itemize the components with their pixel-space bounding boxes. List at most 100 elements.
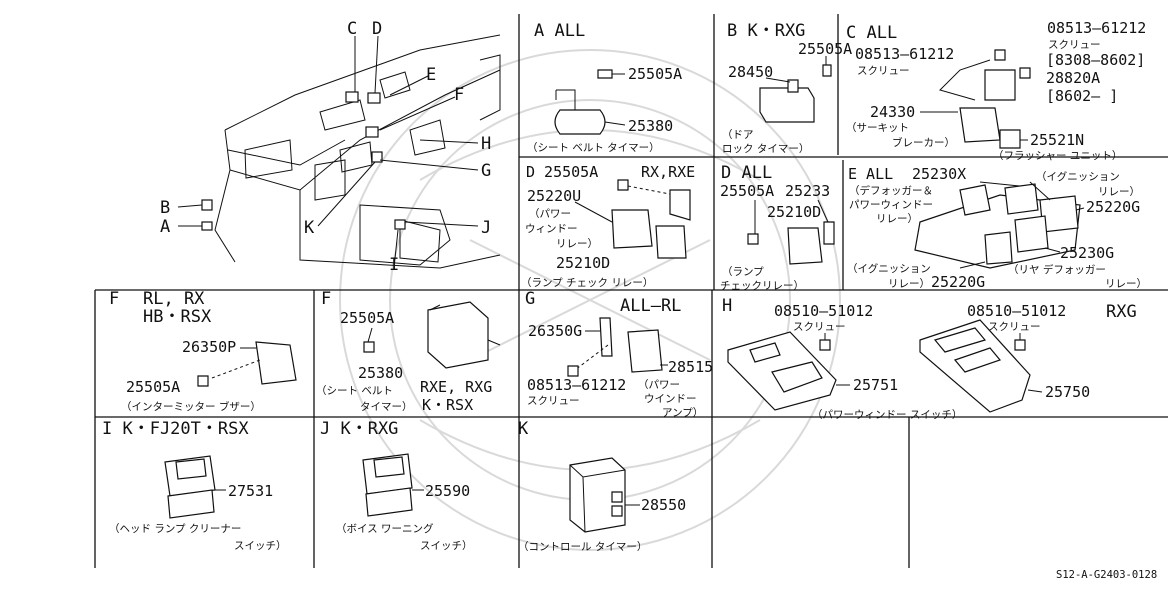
panel-grid <box>94 14 1168 568</box>
part-28820a: 28820A <box>1046 69 1100 87</box>
model-rxg: RXG <box>1106 302 1137 322</box>
part-28515: 28515 <box>668 358 713 376</box>
caption-intermitter-buzzer: （インターミッター ブザー） <box>121 400 261 413</box>
caption-relay: リレー） <box>1098 186 1140 198</box>
caption-check-relay: チェックリレー） <box>720 280 804 292</box>
panel-c: C ALL 08513—61212 スクリュー 08513—61212 スクリュ… <box>846 19 1146 162</box>
caption-rear-defogger: （リヤ デフォッガー <box>1008 263 1106 276</box>
part-26350p: 26350P <box>182 338 236 356</box>
part-25590: 25590 <box>425 482 470 500</box>
caption-flasher-unit: （フラッシャー ユニット） <box>993 150 1122 162</box>
part-25505a: 25505A <box>126 378 180 396</box>
caption-breaker: ブレーカー） <box>892 136 955 149</box>
part-25210d: 25210D <box>556 254 610 272</box>
panel-i: I K・FJ20T・RSX 27531 （ヘッド ランプ クリーナー スイッチ） <box>102 419 287 552</box>
part-27531: 27531 <box>228 482 273 500</box>
panel-i-header: I K・FJ20T・RSX <box>102 419 249 439</box>
caption-power: （パワー <box>529 208 571 220</box>
caption-power-window-switch: （パワーウィンドー スイッチ） <box>812 409 962 421</box>
part-08513-61212: 08513—61212 <box>527 376 626 394</box>
model-all-rl: ALL—RL <box>620 296 681 316</box>
panel-d1-header: D 25505A <box>526 163 598 181</box>
part-25505a: 25505A <box>720 182 774 200</box>
panel-a-header: A ALL <box>534 21 585 41</box>
panel-e-header: E ALL <box>848 165 893 183</box>
caption-switch: スイッチ） <box>420 540 473 552</box>
part-25230x: 25230X <box>912 165 966 183</box>
caption-timer: タイマー） <box>360 401 413 413</box>
overview-label-i: I <box>389 255 399 275</box>
part-25380: 25380 <box>358 364 403 382</box>
part-08513-61212: 08513—61212 <box>1047 19 1146 37</box>
caption-lock-timer: ロック タイマー） <box>722 143 809 155</box>
panel-f2: F 25505A 25380 （シート ベルト タイマー） RXE, RXG K… <box>316 289 501 414</box>
caption-circuit: （サーキット <box>846 122 909 134</box>
panel-k: K 28550 （コントロール タイマー） <box>518 419 686 553</box>
panel-c-header: C ALL <box>846 23 897 43</box>
part-25505a: 25505A <box>798 40 852 58</box>
part-25750: 25750 <box>1045 383 1090 401</box>
caption-screw: スクリュー <box>1048 39 1101 51</box>
part-25210d: 25210D <box>767 203 821 221</box>
caption-switch: スイッチ） <box>234 540 287 552</box>
panel-a: A ALL 25505A 25380 （シート ベルト タイマー） <box>527 21 682 154</box>
part-25505a: 25505A <box>340 309 394 327</box>
caption-relay: リレー） <box>1105 278 1147 290</box>
overview-label-j: J <box>481 218 491 238</box>
caption-defogger-and: （デフォッガー＆ <box>849 184 933 197</box>
overview-label-c: C <box>347 19 357 39</box>
part-25220g: 25220G <box>931 273 985 291</box>
caption-ignition: （イグニッション <box>847 262 931 275</box>
part-08513-61212: 08513—61212 <box>855 45 954 63</box>
part-28550: 28550 <box>641 496 686 514</box>
model-rl-rx: RL, RX <box>143 289 205 309</box>
part-28450: 28450 <box>728 63 773 81</box>
panel-g: G ALL—RL 26350G 28515 08513—61212 スクリュー … <box>525 289 713 419</box>
caption-relay: リレー） <box>556 238 598 250</box>
overview-label-a: A <box>160 217 170 237</box>
model-rxe-rxg: RXE, RXG <box>420 378 492 396</box>
part-25521n: 25521N <box>1030 131 1084 149</box>
part-25380: 25380 <box>628 117 673 135</box>
panel-f1: F RL, RX HB・RSX 26350P 25505A （インターミッター … <box>109 289 297 413</box>
panel-f1-header: F <box>109 289 119 309</box>
part-25505a: 25505A <box>628 65 682 83</box>
caption-screw: スクリュー <box>527 395 580 407</box>
caption-lamp: （ランプ <box>722 266 764 278</box>
panel-d2-header: D ALL <box>721 163 772 183</box>
panel-k-header: K <box>518 419 529 439</box>
caption-ignition: （イグニッション <box>1036 170 1120 183</box>
panel-j: J K・RXG 25590 （ボイス ワーニング スイッチ） <box>320 419 473 552</box>
part-25233: 25233 <box>785 182 830 200</box>
overview-label-g: G <box>481 161 491 181</box>
caption-screw: スクリュー <box>988 321 1041 333</box>
panel-b: B K・RXG 25505A 28450 （ドア ロック タイマー） <box>722 21 852 155</box>
overview-label-d: D <box>372 19 382 39</box>
overview-label-k: K <box>304 218 315 238</box>
date-range: [8602— ] <box>1046 87 1118 105</box>
panel-d1: D 25505A RX,RXE 25220U （パワー ウィンドー リレー） 2… <box>521 163 695 289</box>
caption-amp: アンプ） <box>662 407 703 419</box>
caption-screw: スクリュー <box>793 321 846 333</box>
caption-power: （パワー <box>638 379 680 391</box>
part-25220u: 25220U <box>527 187 581 205</box>
part-25230g: 25230G <box>1060 244 1114 262</box>
reference-code: S12-A-G2403-0128 <box>1056 569 1157 581</box>
panel-j-header: J K・RXG <box>320 419 398 439</box>
panel-f2-header: F <box>321 289 331 309</box>
caption-seat-belt: （シート ベルト <box>316 385 393 397</box>
overview-label-f: F <box>454 85 464 105</box>
overview-label-b: B <box>160 198 170 218</box>
model-k-rsx: K・RSX <box>422 396 473 414</box>
caption-headlamp-cleaner: （ヘッド ランプ クリーナー <box>109 523 241 535</box>
part-08510-51012: 08510—51012 <box>967 302 1066 320</box>
caption-control-timer: （コントロール タイマー） <box>518 541 647 553</box>
caption-seatbelt-timer: （シート ベルト タイマー） <box>527 142 660 154</box>
overview-label-e: E <box>426 65 436 85</box>
panel-e: E ALL 25230X （デフォッガー＆ パワーウィンドー リレー） （イグニ… <box>847 165 1147 291</box>
part-24330: 24330 <box>870 103 915 121</box>
caption-window: ウインドー <box>644 393 697 405</box>
panel-h: H 08510—51012 スクリュー 08510—51012 スクリュー RX… <box>722 296 1137 421</box>
model-rx-rxe: RX,RXE <box>641 163 695 181</box>
